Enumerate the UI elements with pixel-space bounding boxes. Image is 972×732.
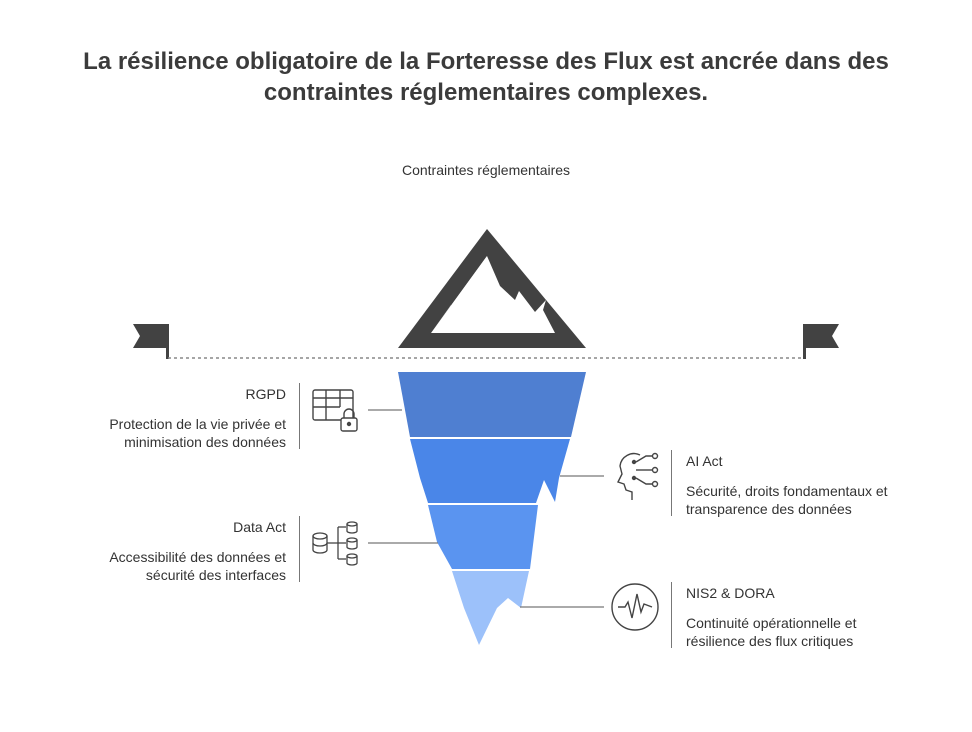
label-rgpd: RGPD Protection de la vie privée et mini…	[26, 385, 286, 451]
right-flag	[803, 324, 839, 359]
label-nis2-dora: NIS2 & DORA Continuité opérationnelle et…	[686, 584, 936, 650]
layer-data-act-shape	[428, 505, 538, 569]
diagram-subtitle: Contraintes réglementaires	[401, 162, 571, 178]
layer-rgpd-shape	[398, 372, 586, 437]
database-network-icon	[312, 521, 358, 566]
layer-description-line-2: résilience des flux critiques	[686, 633, 854, 649]
layer-description-line-2: transparence des données	[686, 501, 852, 517]
table-lock-icon	[312, 389, 358, 432]
label-ai-act: AI Act Sécurité, droits fondamentaux et …	[686, 452, 936, 518]
data-act-bar	[299, 516, 300, 582]
layer-description-line-1: Accessibilité des données et	[109, 549, 286, 565]
layer-description-line-2: sécurité des interfaces	[145, 567, 286, 583]
layer-name: RGPD	[245, 386, 286, 402]
nis2-dora-bar	[671, 582, 672, 648]
layer-description-line-2: minimisation des données	[124, 434, 286, 450]
layer-description-line-1: Protection de la vie privée et	[109, 416, 286, 432]
pulse-icon	[611, 583, 659, 631]
layer-name: AI Act	[686, 453, 723, 469]
title-line-2: contraintes réglementaires complexes.	[263, 79, 709, 106]
layer-ai-act-shape	[410, 439, 570, 503]
layer-name: Data Act	[233, 519, 286, 535]
title-line-1: La résilience obligatoire de la Forteres…	[83, 48, 889, 75]
mountain-tip	[398, 229, 586, 348]
label-data-act: Data Act Accessibilité des données et sé…	[26, 518, 286, 584]
page-title: La résilience obligatoire de la Forteres…	[0, 46, 972, 108]
ai-act-bar	[671, 450, 672, 516]
left-flag	[133, 324, 169, 359]
ai-head-icon	[617, 452, 659, 500]
layer-nis2-dora-shape	[452, 571, 529, 645]
layer-name: NIS2 & DORA	[686, 585, 775, 601]
layer-description-line-1: Sécurité, droits fondamentaux et	[686, 483, 888, 499]
rgpd-bar	[299, 383, 300, 449]
layer-description-line-1: Continuité opérationnelle et	[686, 615, 857, 631]
